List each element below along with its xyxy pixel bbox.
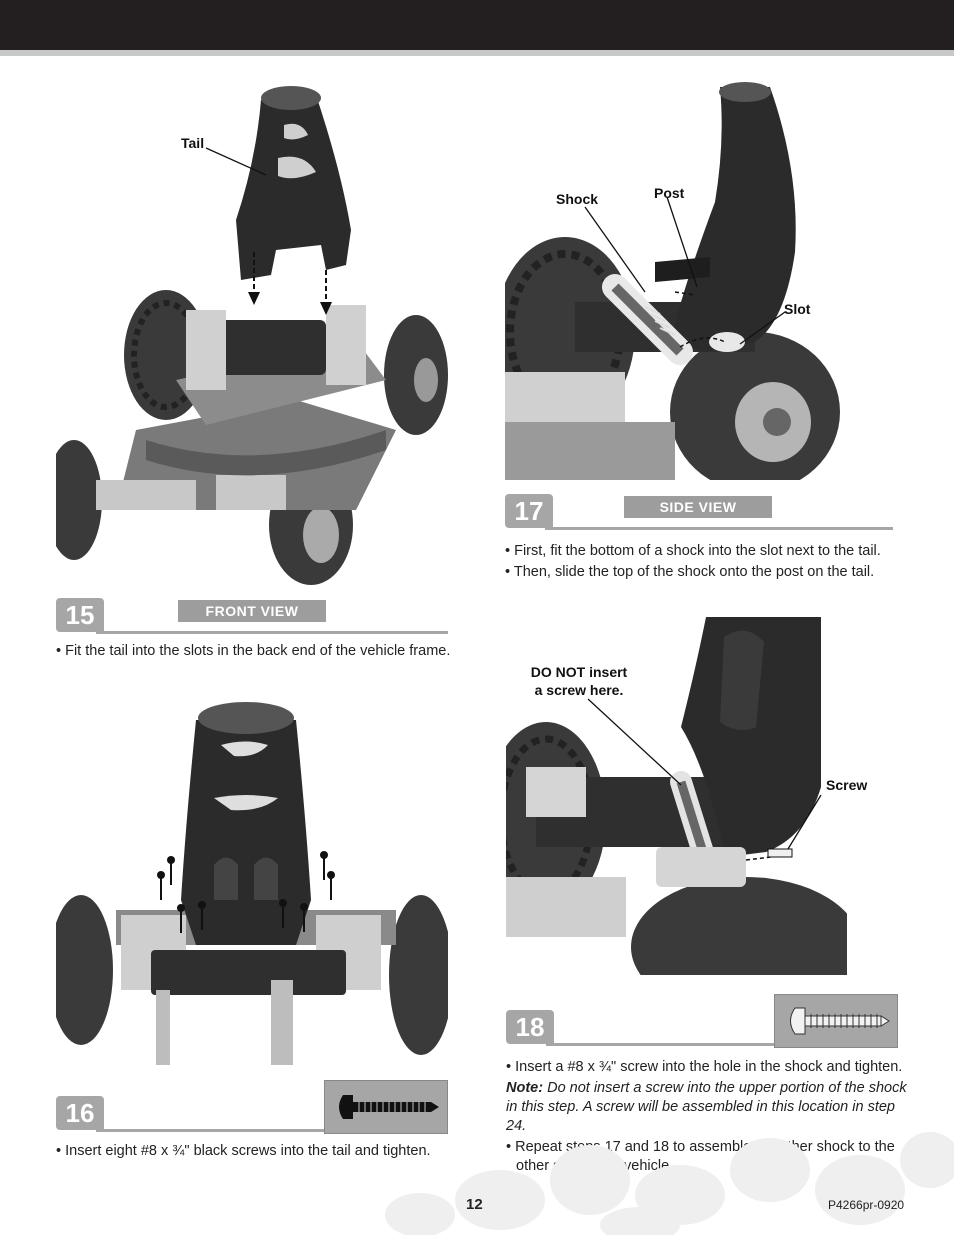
step17-instructions: • First, fit the bottom of a shock into … <box>505 542 905 584</box>
black-screw-icon <box>339 1095 439 1119</box>
step18-number: 18 <box>506 1010 554 1044</box>
step17-header: 17 SIDE VIEW <box>505 494 893 530</box>
callout-tail: Tail <box>181 135 205 151</box>
step16-hardware-box <box>324 1080 448 1134</box>
step15-view-label: FRONT VIEW <box>178 600 326 622</box>
callout-post: Post <box>654 185 685 201</box>
header-stripe <box>0 50 954 56</box>
step18-note-text: Do not insert a screw into the upper por… <box>506 1080 907 1134</box>
step15-header: 15 FRONT VIEW <box>56 598 448 634</box>
step18-note: Note: Do not insert a screw into the upp… <box>506 1079 916 1136</box>
step15-instructions: • Fit the tail into the slots in the bac… <box>56 642 456 663</box>
step18-header: 18 <box>506 1010 774 1046</box>
step17-illustration <box>505 82 843 480</box>
step16-instruction-1: • Insert eight #8 x ¾" black screws into… <box>56 1143 431 1159</box>
step17-instruction-2: • Then, slide the top of the shock onto … <box>505 564 875 580</box>
step16-header: 16 <box>56 1096 324 1132</box>
step17-instruction-1: • First, fit the bottom of a shock into … <box>505 543 881 559</box>
callout-shock: Shock <box>556 191 599 207</box>
step16-number: 16 <box>56 1096 104 1130</box>
step18-note-label: Note: <box>506 1080 544 1096</box>
callout-do-not-insert-line2: a screw here. <box>534 682 624 698</box>
step18-hardware-box <box>774 994 898 1048</box>
step15-number: 15 <box>56 598 104 632</box>
header-bar <box>0 0 954 50</box>
page-number: 12 <box>466 1196 483 1213</box>
step18-illustration <box>506 617 847 975</box>
step18-instruction-1: • Insert a #8 x ¾" screw into the hole i… <box>506 1059 903 1075</box>
callout-do-not-insert: DO NOT insert a screw here. <box>518 663 640 699</box>
step17-view-label: SIDE VIEW <box>624 496 772 518</box>
document-code: P4266pr-0920 <box>828 1198 905 1212</box>
step17-rule <box>545 527 893 530</box>
callout-do-not-insert-line1: DO NOT insert <box>530 664 628 680</box>
step16-illustration <box>56 700 448 1065</box>
step16-rule <box>96 1129 324 1132</box>
silver-screw-icon <box>790 1007 890 1035</box>
step18-rule <box>546 1043 774 1046</box>
footer-decoration <box>385 1132 954 1235</box>
step15-illustration <box>56 80 448 588</box>
step16-instructions: • Insert eight #8 x ¾" black screws into… <box>56 1142 456 1163</box>
callout-screw: Screw <box>826 777 868 793</box>
step15-rule <box>96 631 448 634</box>
step15-instruction-1: • Fit the tail into the slots in the bac… <box>56 643 451 659</box>
step17-number: 17 <box>505 494 553 528</box>
callout-slot: Slot <box>784 301 811 317</box>
